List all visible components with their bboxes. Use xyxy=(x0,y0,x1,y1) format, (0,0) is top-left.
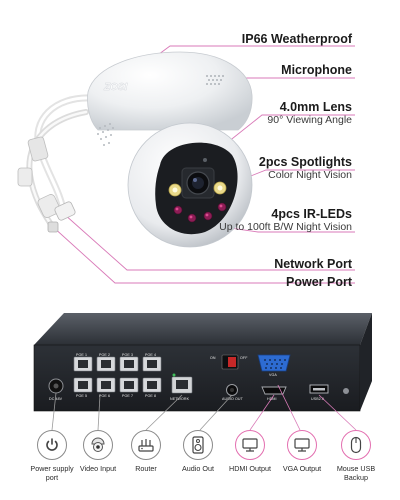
dome-camera-icon xyxy=(83,430,113,460)
icon-mouse-usb: Mouse USB Backup xyxy=(330,430,382,482)
icon-label-video: Video Input xyxy=(79,464,117,473)
callout-microphone: Microphone xyxy=(281,63,352,77)
power-icon xyxy=(37,430,67,460)
nvr-recorder xyxy=(33,313,372,412)
callout-power: Power Port xyxy=(286,275,352,289)
poe-label-4: POE 4 xyxy=(145,353,157,357)
poe-label-1: POE 1 xyxy=(76,353,88,357)
power-title: Power Port xyxy=(286,275,352,289)
poe-label-7: POE 7 xyxy=(122,394,134,398)
poe-label-5: POE 5 xyxy=(76,394,88,398)
on-label: ON xyxy=(210,356,216,360)
microphone-title: Microphone xyxy=(281,63,352,77)
icon-hdmi-output: HDMI Output xyxy=(224,430,276,474)
icon-vga-output: VGA Output xyxy=(276,430,328,474)
off-label: OFF xyxy=(240,356,248,360)
spotlights-subtitle: Color Night Vision xyxy=(268,169,352,181)
vga-port-label: VGA xyxy=(269,373,277,377)
audio-out-label: AUDIO OUT xyxy=(222,397,243,401)
monitor-icon xyxy=(287,430,317,460)
port-icon-lines xyxy=(51,385,357,431)
icon-video-input: Video Input xyxy=(72,430,124,474)
camera-cables xyxy=(17,94,96,233)
network-title: Network Port xyxy=(274,257,352,271)
irleds-title: 4pcs IR-LEDs xyxy=(271,207,352,221)
icon-label-vga: VGA Output xyxy=(282,464,322,473)
usb-port-label: USB2.0 xyxy=(311,397,324,401)
irleds-subtitle: Up to 100ft B/W Night Vision xyxy=(219,221,352,233)
icon-label-mouse: Mouse USB Backup xyxy=(336,464,376,482)
speaker-icon xyxy=(183,430,213,460)
weatherproof-title: IP66 Weatherproof xyxy=(241,32,352,46)
monitor-icon xyxy=(235,430,265,460)
icon-power-supply: Power supply port xyxy=(26,430,78,482)
dome-camera: ZOSI xyxy=(17,51,253,248)
icon-label-router: Router xyxy=(135,464,157,473)
callout-irleds: 4pcs IR-LEDs Up to 100ft B/W Night Visio… xyxy=(219,207,352,234)
network-port-label: NETWORK xyxy=(170,397,190,401)
icon-label-audio: Audio Out xyxy=(182,464,214,473)
icon-audio-out: Audio Out xyxy=(172,430,224,474)
lens-title: 4.0mm Lens xyxy=(279,100,352,114)
icon-router: Router xyxy=(120,430,172,474)
icon-label-power: Power supply port xyxy=(30,464,74,482)
hdmi-port-label: HDMI xyxy=(267,397,277,401)
callout-spotlights: 2pcs Spotlights Color Night Vision xyxy=(259,155,352,182)
icon-label-hdmi: HDMI Output xyxy=(229,464,271,473)
callout-lens: 4.0mm Lens 90° Viewing Angle xyxy=(267,100,352,127)
poe-label-2: POE 2 xyxy=(99,353,111,357)
poe-ports xyxy=(73,356,162,393)
spotlights-title: 2pcs Spotlights xyxy=(258,155,352,169)
poe-label-6: POE 6 xyxy=(99,394,111,398)
callout-network: Network Port xyxy=(274,257,352,271)
poe-label-8: POE 8 xyxy=(145,394,157,398)
callout-weatherproof: IP66 Weatherproof xyxy=(242,32,352,46)
brand-logo: ZOSI xyxy=(103,82,128,93)
router-icon xyxy=(131,430,161,460)
poe-label-3: POE 3 xyxy=(122,353,134,357)
mouse-icon xyxy=(341,430,371,460)
lens-subtitle: 90° Viewing Angle xyxy=(267,114,352,126)
microphone-holes xyxy=(206,75,224,85)
